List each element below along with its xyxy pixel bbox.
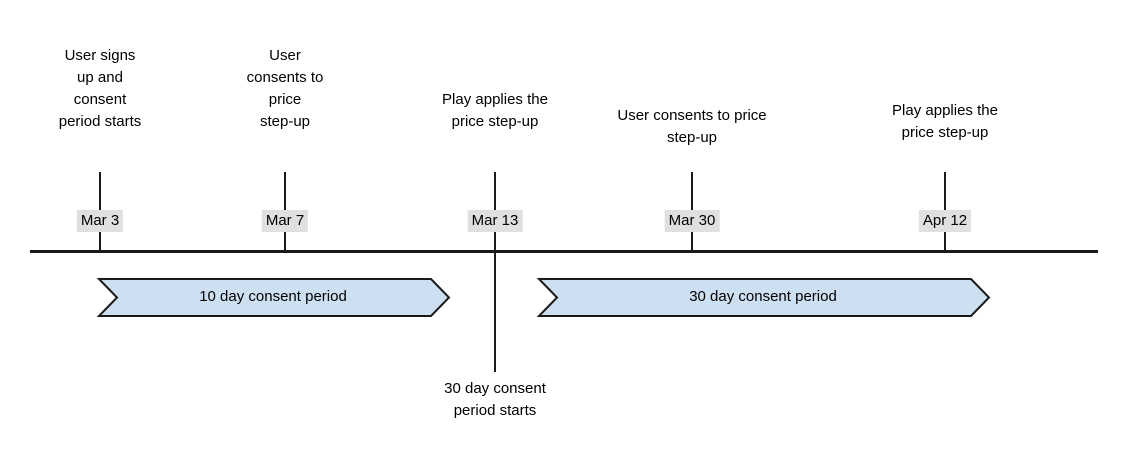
event-label: User consents to price step-up (617, 107, 767, 146)
event-label: Play applies the price step-up (442, 91, 548, 130)
consent-start-label: 30 day consent period starts (444, 380, 546, 419)
consent-start-connector (494, 250, 496, 372)
date-chip: Mar 13 (467, 210, 523, 232)
chevron-arrow-icon (96, 278, 451, 317)
consent-period-banner: 30 day consent period (536, 278, 991, 317)
consent-period-banner: 10 day consent period (96, 278, 451, 317)
event-label: Play applies the price step-up (892, 102, 998, 141)
date-chip: Apr 12 (918, 210, 972, 232)
timeline-axis (30, 250, 1098, 253)
chevron-arrow-icon (536, 278, 991, 317)
date-chip: Mar 30 (664, 210, 720, 232)
date-chip: Mar 7 (261, 210, 309, 232)
event-label: User consents to price step-up (246, 47, 324, 130)
event-label: User signs up and consent period starts (58, 47, 142, 130)
date-chip: Mar 3 (76, 210, 124, 232)
